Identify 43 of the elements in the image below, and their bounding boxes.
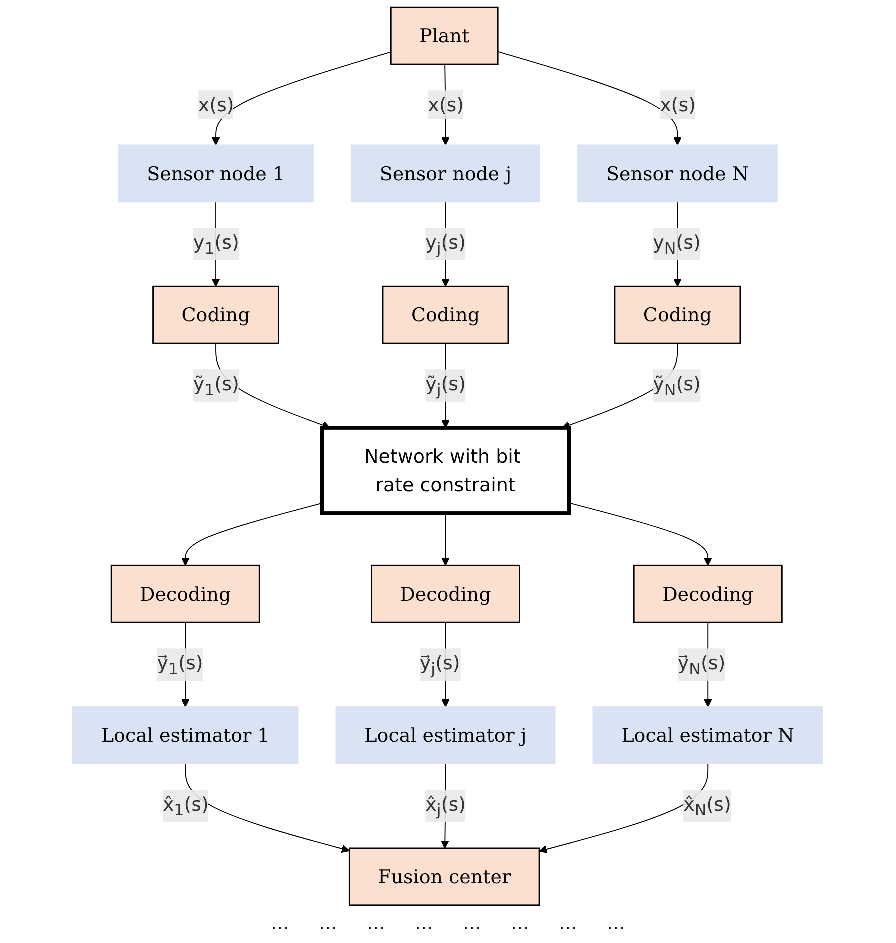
edge-label: x(s) — [660, 93, 696, 116]
edge-label: x̂$_{N}$(s) — [684, 792, 732, 820]
node-box: Sensor node j — [350, 144, 541, 203]
node-box: Fusion center — [348, 848, 540, 906]
edge-label: y$_{1}$(s) — [193, 231, 240, 258]
node-box: Decoding — [371, 564, 520, 624]
edge-label: y⃗$_{j}$(s) — [420, 652, 460, 678]
node-box: Decoding — [110, 564, 260, 624]
ellipsis-label: ⋯ — [511, 917, 529, 939]
edge-label: x̂$_{j}$(s) — [426, 792, 466, 820]
arrow — [539, 764, 709, 854]
ellipsis-label: ⋯ — [559, 917, 577, 939]
edge-label: x(s) — [428, 93, 464, 116]
arrow — [498, 51, 682, 146]
ellipsis-label: ⋯ — [607, 917, 625, 939]
node-box: Local estimator 1 — [72, 706, 299, 764]
ellipsis-label: ⋯ — [367, 917, 385, 939]
edge-label: x(s) — [198, 93, 234, 116]
node-box: Decoding — [633, 564, 783, 624]
node-box: Sensor node N — [578, 144, 778, 203]
edge-label: y⃗$_{1}$(s) — [157, 652, 204, 678]
edge-label: y$_{N}$(s) — [653, 231, 701, 258]
edge-label: y$_{j}$(s) — [426, 231, 466, 258]
node-box: Coding — [614, 286, 742, 344]
arrow — [185, 764, 350, 854]
node-box: Network with bit rate constraint — [320, 426, 571, 516]
ellipsis-label: ⋯ — [415, 917, 433, 939]
arrow — [212, 52, 392, 146]
edge-label: ỹ$_{N}$(s) — [653, 372, 701, 400]
arrow — [442, 512, 450, 566]
edge-label: ỹ$_{1}$(s) — [193, 372, 240, 400]
node-box: Plant — [390, 6, 499, 66]
ellipsis-label: ⋯ — [271, 917, 289, 939]
node-box: Sensor node 1 — [118, 144, 314, 203]
ellipsis-label: ⋯ — [463, 917, 481, 939]
node-box: Coding — [152, 286, 280, 344]
node-box: Local estimator j — [336, 706, 556, 764]
node-box: Local estimator N — [592, 706, 824, 764]
edge-label: y⃗$_{N}$(s) — [678, 652, 726, 678]
edge-label: ỹ$_{j}$(s) — [426, 372, 466, 400]
ellipsis-label: ⋯ — [319, 917, 337, 939]
node-box: Coding — [382, 286, 510, 344]
edge-label: x̂$_{1}$(s) — [162, 792, 209, 820]
